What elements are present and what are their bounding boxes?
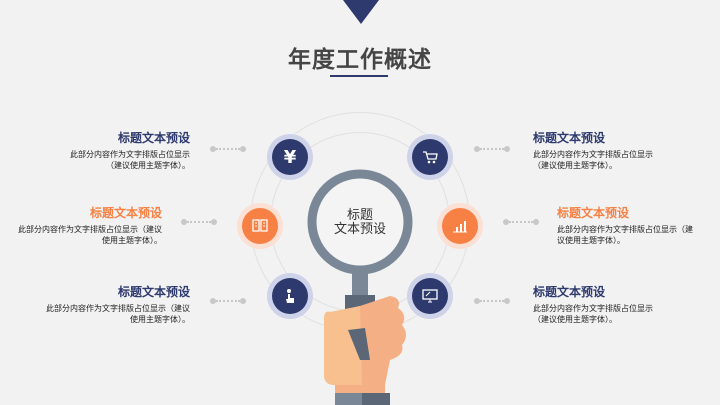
item-desc: 此部分内容作为文字排版占位显示（建议使用主题字体）。 bbox=[46, 304, 190, 324]
node-touch[interactable] bbox=[267, 273, 313, 319]
center-label-line2: 文本预设 bbox=[333, 222, 386, 237]
book-icon bbox=[242, 208, 278, 244]
connector bbox=[181, 219, 217, 225]
page-title: 年度工作概述 bbox=[288, 47, 432, 73]
cart-icon bbox=[412, 139, 448, 175]
item-desc: 此部分内容作为文字排版占位显示（建议使用主题字体）。 bbox=[70, 150, 190, 170]
yen-icon: ¥ bbox=[272, 139, 308, 175]
connector bbox=[210, 146, 246, 152]
node-yen[interactable]: ¥ bbox=[267, 134, 313, 180]
node-book[interactable] bbox=[237, 203, 283, 249]
item-title: 标题文本预设 bbox=[557, 206, 630, 220]
item-block-2: 标题文本预设此部分内容作为文字排版占位显示（建议使用主题字体）。 bbox=[12, 204, 162, 246]
center-label-line1: 标题 bbox=[346, 208, 373, 223]
monitor-icon bbox=[412, 278, 448, 314]
top-triangle-decoration bbox=[343, 0, 379, 24]
connector bbox=[503, 219, 539, 225]
item-title: 标题文本预设 bbox=[117, 131, 190, 145]
item-desc: 此部分内容作为文字排版占位显示（建议使用主题字体）。 bbox=[18, 225, 162, 245]
node-chart[interactable] bbox=[437, 203, 483, 249]
connector bbox=[474, 146, 510, 152]
item-block-6: 标题文本预设此部分内容作为文字排版占位显示（建议使用主题字体）。 bbox=[533, 283, 663, 325]
magnifier-hand-illustration bbox=[307, 169, 413, 405]
item-title: 标题文本预设 bbox=[533, 285, 606, 299]
item-desc: 此部分内容作为文字排版占位显示（建议使用主题字体）。 bbox=[533, 150, 653, 170]
touch-icon bbox=[272, 278, 308, 314]
item-desc: 此部分内容作为文字排版占位显示（建议使用主题字体）。 bbox=[557, 225, 693, 245]
connector bbox=[210, 298, 246, 304]
item-desc: 此部分内容作为文字排版占位显示（建议使用主题字体）。 bbox=[533, 304, 653, 324]
item-block-4: 标题文本预设此部分内容作为文字排版占位显示（建议使用主题字体）。 bbox=[533, 129, 663, 171]
connector bbox=[474, 298, 510, 304]
item-title: 标题文本预设 bbox=[117, 285, 190, 299]
item-block-1: 标题文本预设此部分内容作为文字排版占位显示（建议使用主题字体）。 bbox=[40, 129, 190, 171]
item-title: 标题文本预设 bbox=[533, 131, 606, 145]
item-block-3: 标题文本预设此部分内容作为文字排版占位显示（建议使用主题字体）。 bbox=[40, 283, 190, 325]
title-underline bbox=[330, 75, 388, 77]
center-label: 标题 文本预设 bbox=[320, 209, 400, 237]
chart-icon bbox=[442, 208, 478, 244]
item-block-5: 标题文本预设此部分内容作为文字排版占位显示（建议使用主题字体）。 bbox=[557, 204, 697, 246]
node-cart[interactable] bbox=[407, 134, 453, 180]
item-title: 标题文本预设 bbox=[89, 206, 162, 220]
node-monitor[interactable] bbox=[407, 273, 453, 319]
